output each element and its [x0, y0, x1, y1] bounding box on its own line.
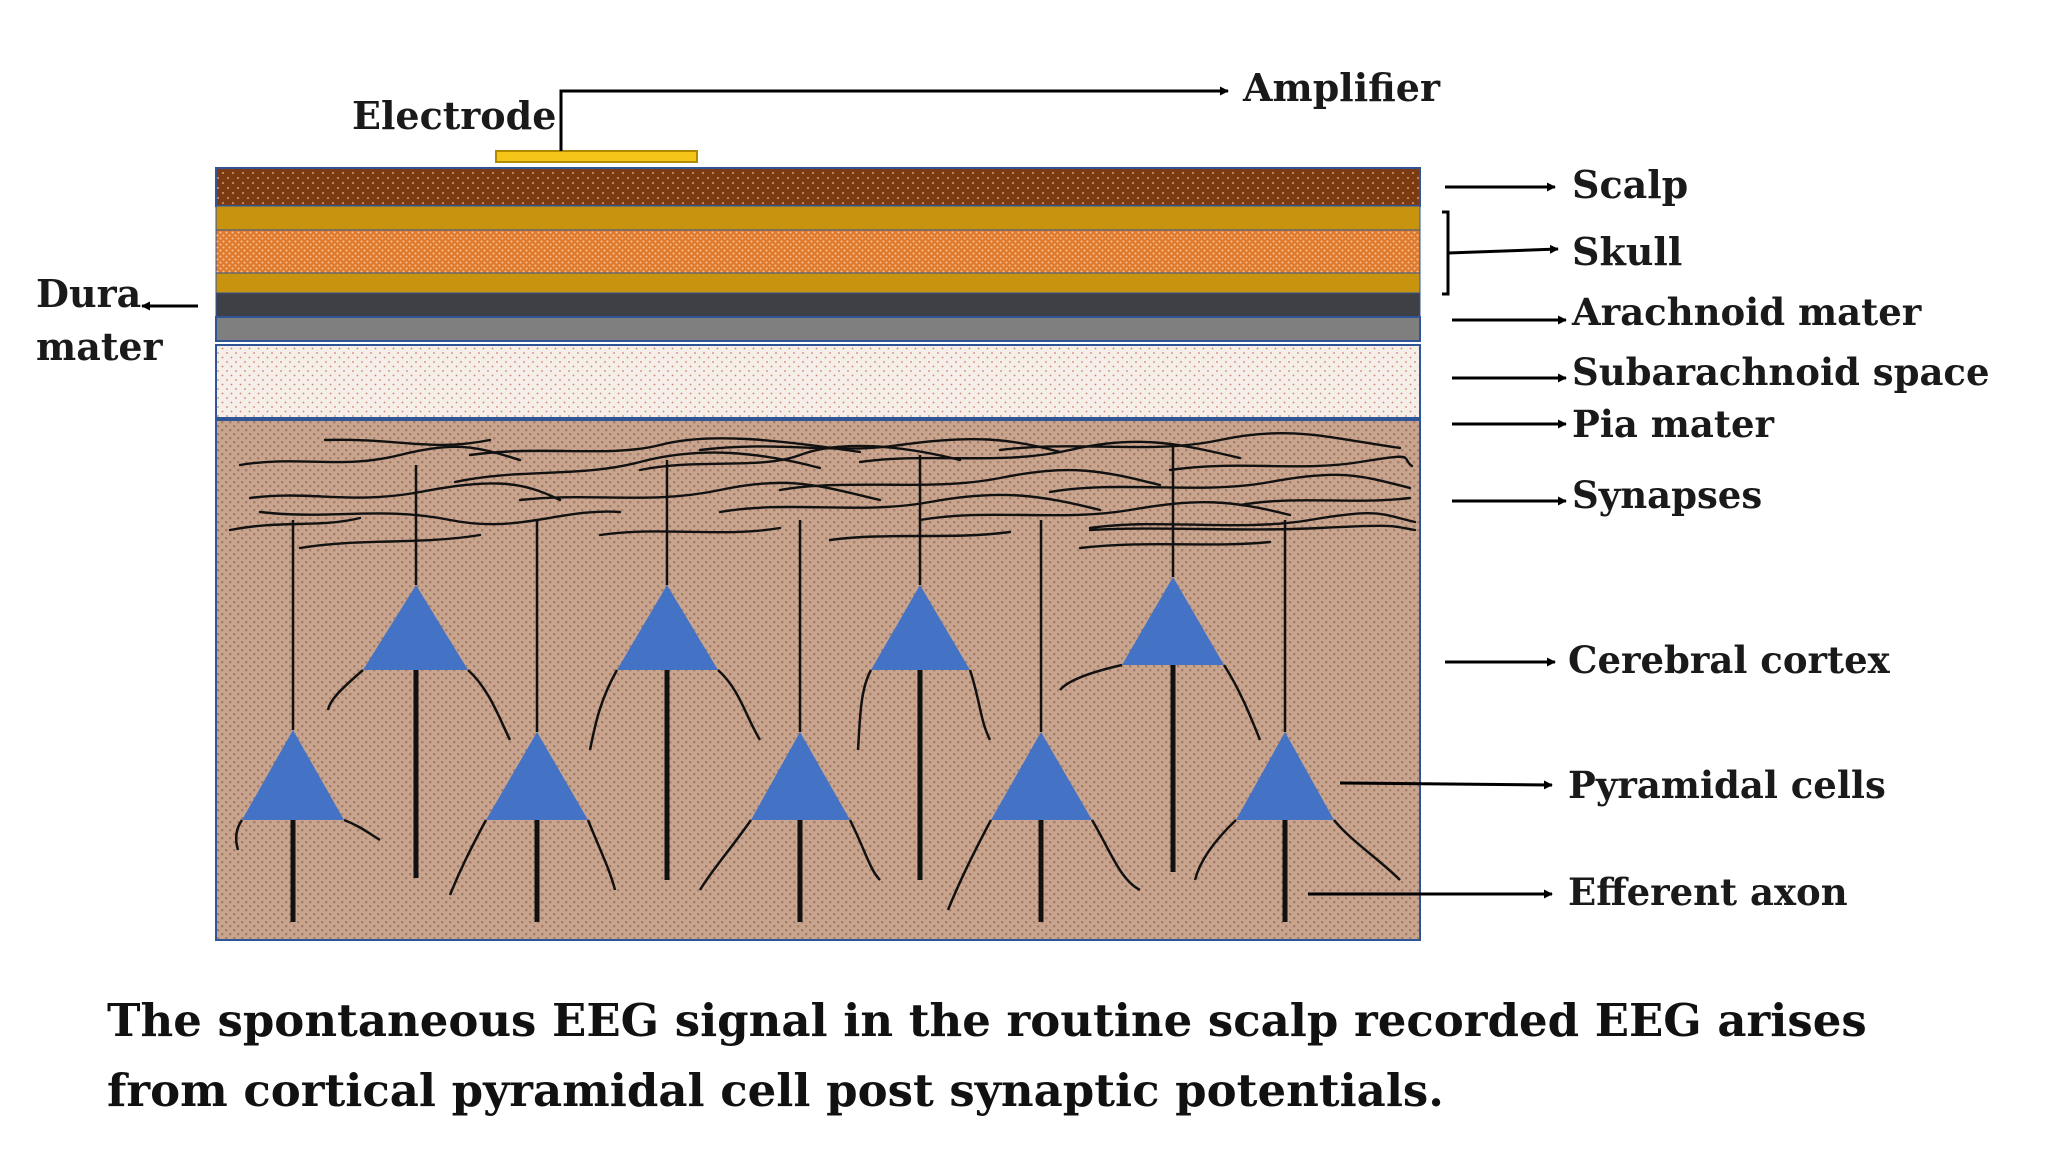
- scalp-layer: [215, 167, 1421, 207]
- pyramidal-cell: [234, 520, 381, 922]
- pyramidal-cell: [448, 520, 617, 922]
- amplifier-wire: [559, 86, 1229, 151]
- pyramidal-label: Pyramidal cells: [1568, 763, 1886, 807]
- synapse-network: [228, 432, 1417, 550]
- subarachnoid-space: [215, 344, 1421, 419]
- amplifier-label: Amplifier: [1242, 65, 1441, 110]
- cortex-label: Cerebral cortex: [1568, 638, 1891, 682]
- pyramidal-cell: [326, 465, 512, 878]
- pyramidal-cell: [588, 460, 762, 880]
- skull-arrow: [1447, 244, 1559, 255]
- dura-label-line1: Dura: [36, 271, 141, 316]
- skull-label: Skull: [1572, 229, 1682, 274]
- skull-bracket: [1442, 210, 1450, 296]
- pyramidal-cell: [1193, 520, 1401, 922]
- skull-diploe: [215, 229, 1421, 274]
- electrode-plate: [495, 150, 698, 163]
- electrode-label: Electrode: [352, 93, 556, 138]
- label-arrows: [141, 182, 1567, 899]
- pia-label: Pia mater: [1572, 402, 1774, 446]
- scalp-label: Scalp: [1572, 162, 1688, 207]
- arachnoid-label: Arachnoid mater: [1571, 290, 1922, 334]
- pyramidal-arrow: [1339, 780, 1553, 790]
- dura-label-line2: mater: [36, 324, 164, 369]
- pyramidal-cell: [1059, 445, 1262, 872]
- skull-outer-table: [215, 205, 1421, 231]
- pyramidal-cell: [946, 520, 1141, 922]
- pyramidal-cells: [234, 445, 1401, 922]
- pyramidal-cell: [698, 520, 881, 922]
- synapses-label: Synapses: [1572, 473, 1762, 517]
- subarachnoid-label: Subarachnoid space: [1572, 350, 1990, 394]
- axon-label: Efferent axon: [1568, 870, 1848, 914]
- dura-layer: [215, 292, 1421, 318]
- pyramidal-cell: [856, 455, 992, 880]
- cerebral-cortex: [215, 419, 1421, 941]
- skull-inner-table: [215, 272, 1421, 294]
- caption-text: The spontaneous EEG signal in the routin…: [107, 994, 1867, 1117]
- arachnoid-layer: [215, 316, 1421, 342]
